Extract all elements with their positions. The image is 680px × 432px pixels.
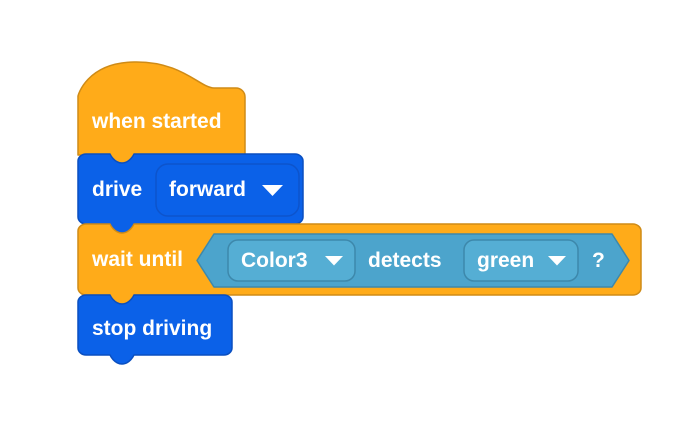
- when-started-label: when started: [91, 110, 222, 133]
- sensor-field-bg[interactable]: [227, 239, 356, 282]
- drive-direction-field-bg[interactable]: [155, 163, 300, 217]
- boolean-question-mark: ?: [592, 249, 605, 272]
- color-field-bg[interactable]: [463, 239, 579, 282]
- block-drive[interactable]: drive forward: [77, 153, 304, 234]
- color-dropdown[interactable]: green: [463, 239, 579, 282]
- block-stop-driving[interactable]: stop driving: [77, 294, 233, 365]
- color-value: green: [477, 249, 534, 272]
- stop-driving-label: stop driving: [92, 317, 212, 340]
- drive-direction-dropdown[interactable]: forward: [155, 163, 300, 217]
- drive-direction-value: forward: [169, 178, 246, 201]
- chevron-down-icon[interactable]: [548, 256, 566, 266]
- sensor-dropdown[interactable]: Color3: [227, 239, 356, 282]
- stop-driving-shape[interactable]: [77, 294, 233, 365]
- sensor-value: Color3: [241, 249, 308, 272]
- chevron-down-icon[interactable]: [325, 256, 343, 266]
- wait-until-label: wait until: [91, 248, 183, 271]
- block-wait-until[interactable]: wait until Color3 detects green ?: [77, 223, 642, 305]
- boolean-color-detects[interactable]: Color3 detects green ?: [196, 233, 630, 288]
- chevron-down-icon[interactable]: [262, 185, 283, 196]
- block-when-started[interactable]: when started: [77, 61, 246, 165]
- drive-label: drive: [92, 178, 142, 201]
- boolean-middle-label: detects: [368, 249, 442, 272]
